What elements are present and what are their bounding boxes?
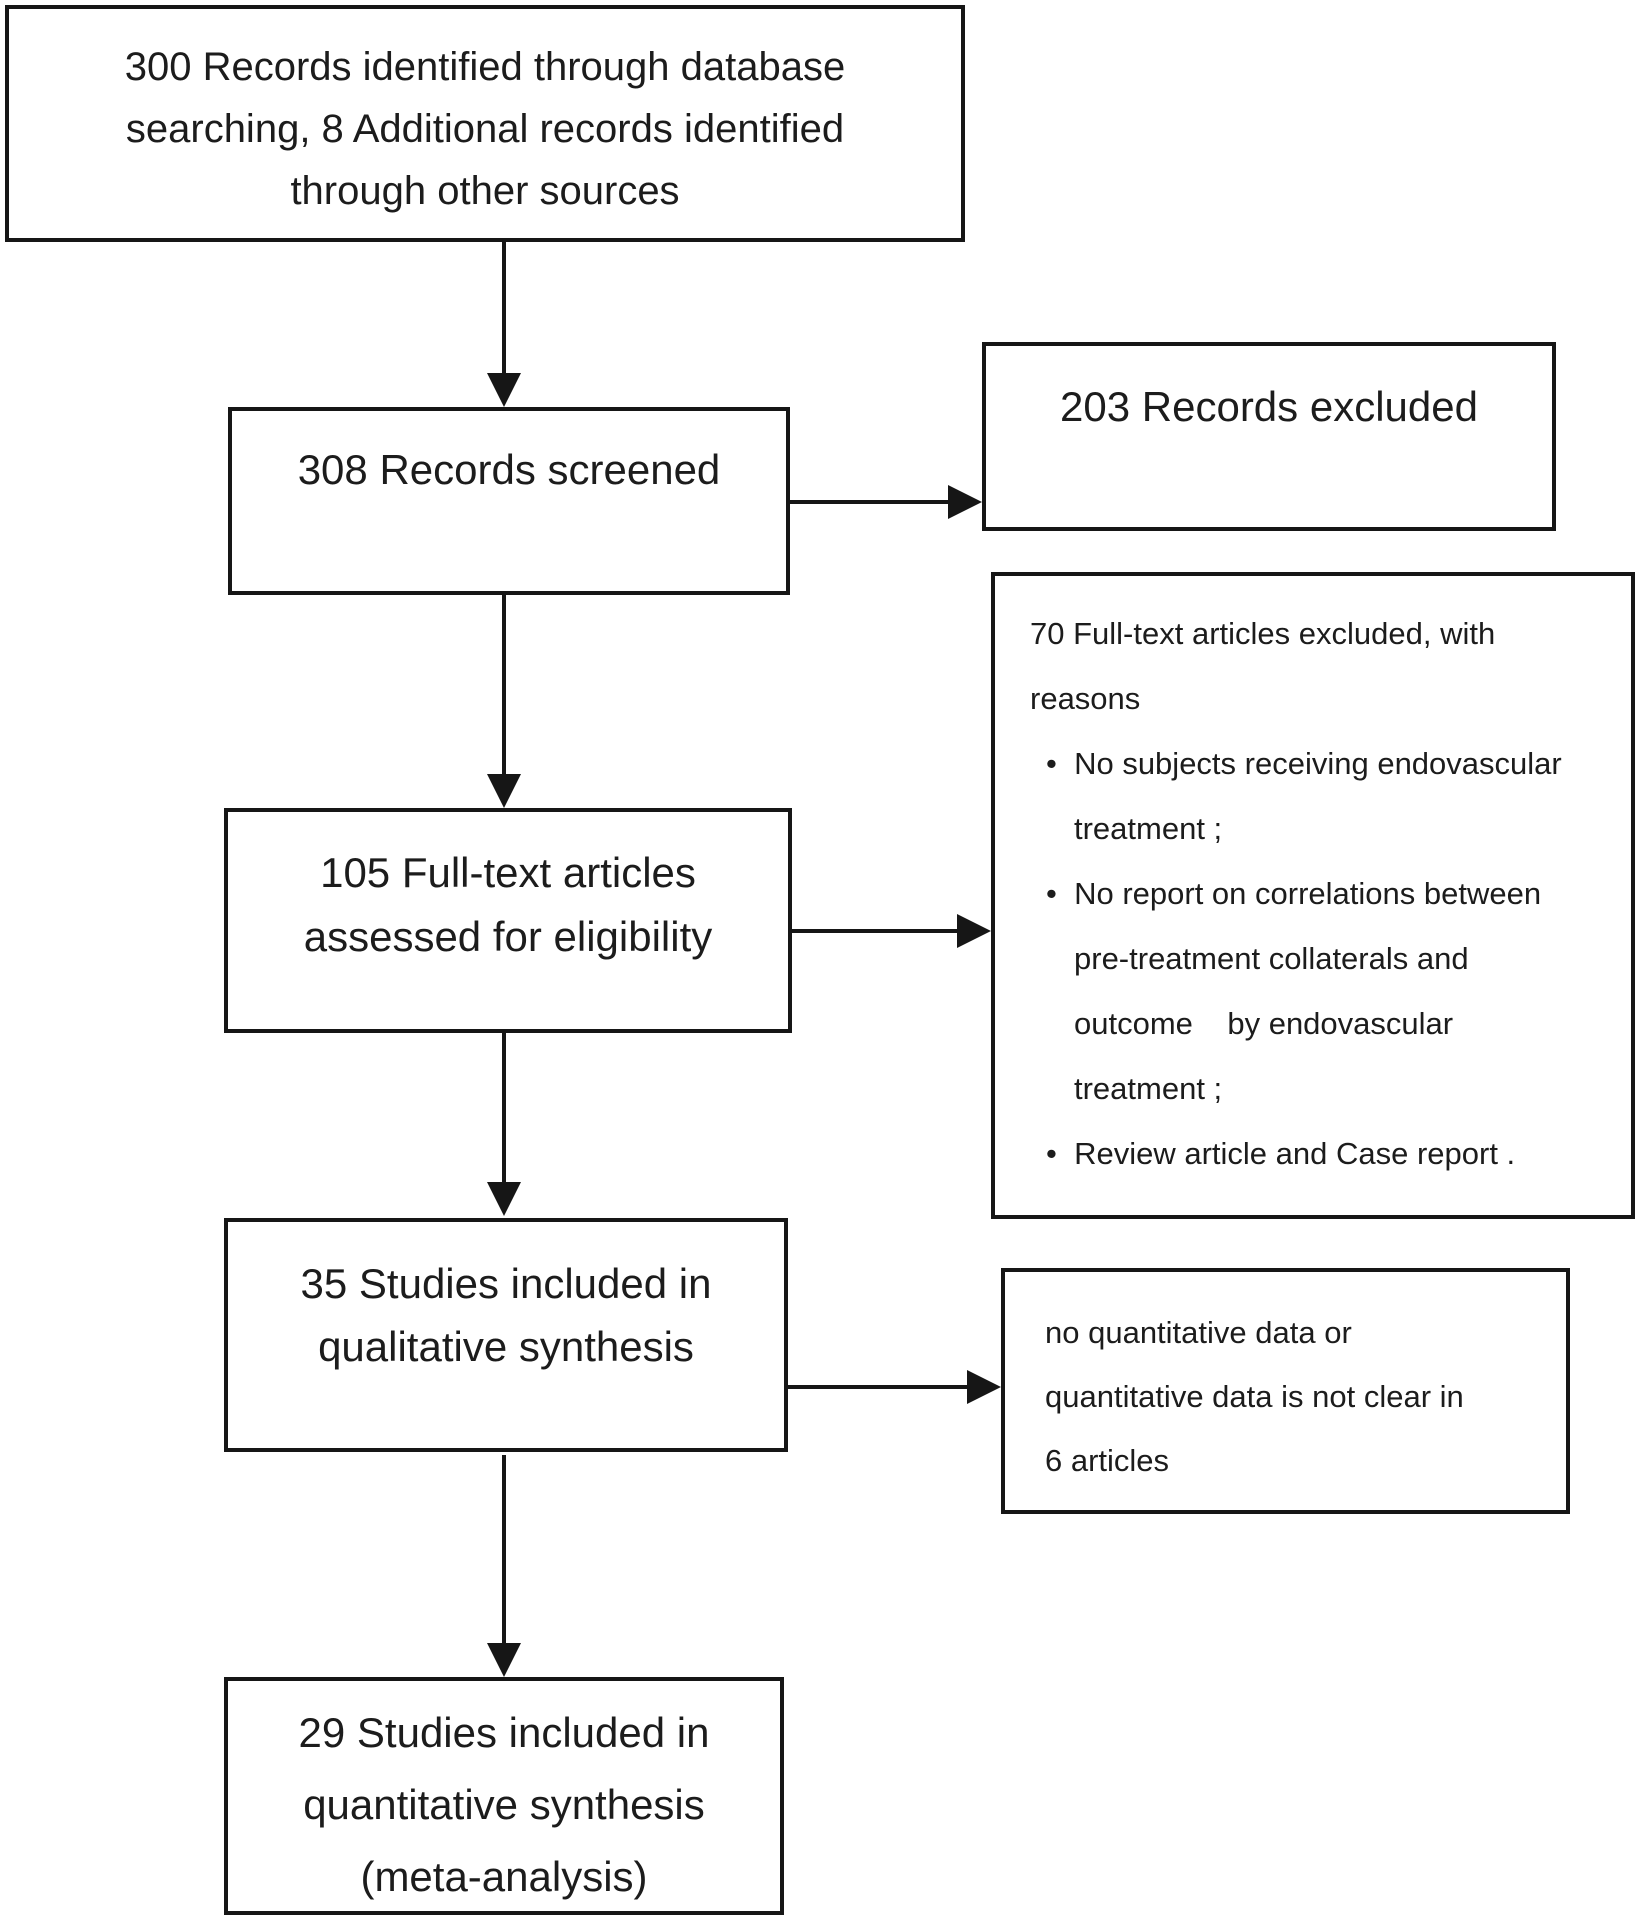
text-line: 203 Records excluded [1060,383,1478,430]
text-line: 105 Full-text articles [320,849,696,896]
text-line: 29 Studies included in [298,1709,710,1756]
quantitative-excluded-box: no quantitative data or quantitative dat… [1001,1268,1570,1514]
bullet-line: • Review article and Case report . [1046,1136,1516,1171]
text-line: quantitative data is not clear in [1045,1379,1464,1414]
bullet-line: • No subjects receiving endovascular [1046,746,1562,781]
text-line: no quantitative data or [1045,1315,1352,1350]
records-excluded-box: 203 Records excluded [982,342,1556,531]
eligibility-box: 105 Full-text articles assessed for elig… [224,808,792,1033]
text-line: pre-treatment collaterals and [1074,941,1469,976]
arrow-line [502,1033,506,1184]
text-line: treatment ; [1074,811,1223,846]
text-line: 35 Studies included in [300,1260,712,1307]
text-line: 300 Records identified through database [124,45,846,89]
text-line: through other sources [290,169,680,213]
qualitative-box: 35 Studies included in qualitative synth… [224,1218,788,1452]
text-line: reasons [1030,681,1141,716]
text-line: qualitative synthesis [318,1323,694,1370]
bullet-line: • No report on correlations between [1046,876,1542,911]
screening-box: 308 Records screened [228,407,790,595]
fulltext-excluded-box: 70 Full-text articles excluded, with rea… [991,572,1635,1219]
text-line: (meta-analysis) [360,1853,648,1900]
text-line: 308 Records screened [297,446,721,493]
arrow-head-icon [487,373,521,407]
text-line: treatment ; [1074,1071,1223,1106]
arrow-line [502,242,506,375]
arrow-head-icon [487,1643,521,1677]
meta-analysis-box: 29 Studies included in quantitative synt… [224,1677,784,1915]
arrow-head-icon [967,1370,1001,1404]
arrow-head-icon [957,914,991,948]
text-line: 6 articles [1045,1443,1170,1478]
arrow-head-icon [948,485,982,519]
text-line: outcome by endovascular [1074,1006,1454,1041]
arrow-head-icon [487,1182,521,1216]
identification-box: 300 Records identified through database … [5,5,965,242]
arrow-head-icon [487,774,521,808]
text-line: searching, 8 Additional records identifi… [125,107,845,151]
arrow-line [788,1385,967,1389]
arrow-line [502,595,506,776]
text-line: quantitative synthesis [303,1781,705,1828]
arrow-line [792,929,957,933]
text-line: assessed for eligibility [303,913,713,960]
text-line: 70 Full-text articles excluded, with [1030,616,1496,651]
arrow-line [790,500,948,504]
arrow-line [502,1455,506,1645]
